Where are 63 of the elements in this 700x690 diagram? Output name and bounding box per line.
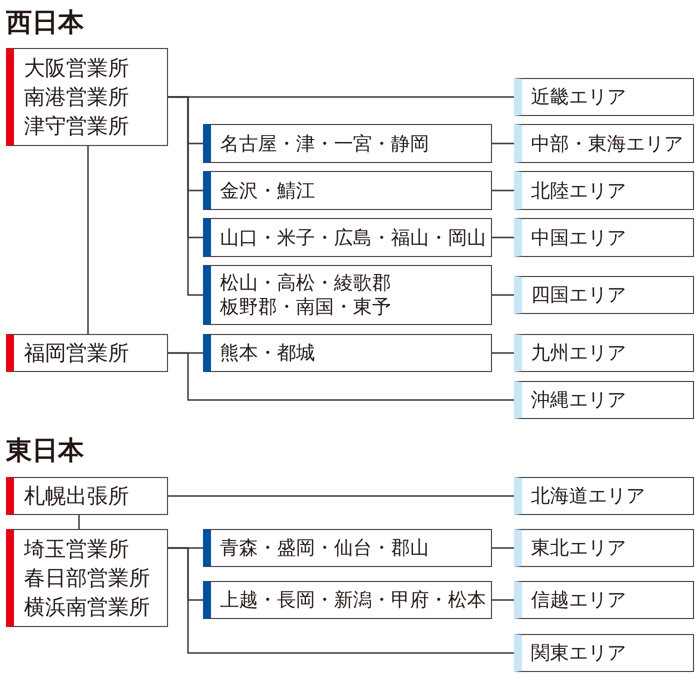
area-name: 中部・東海エリア	[531, 132, 683, 156]
connector-line	[168, 352, 514, 401]
city-box	[203, 171, 492, 210]
office-name: 南港営業所	[24, 84, 129, 110]
office-box	[6, 334, 168, 372]
area-box	[514, 276, 694, 314]
connector-line	[492, 190, 514, 192]
area-box	[514, 581, 694, 619]
connector-line	[492, 599, 514, 601]
city-names: 金沢・鯖江	[220, 178, 315, 202]
area-name: 九州エリア	[531, 341, 626, 365]
area-name: 中国エリア	[531, 226, 626, 250]
area-box	[514, 477, 694, 515]
office-name: 埼玉営業所	[24, 536, 129, 562]
area-box	[514, 78, 694, 116]
city-names: 名古屋・津・一宮・静岡	[220, 132, 429, 156]
city-names: 青森・盛岡・仙台・郡山	[220, 536, 429, 560]
city-box	[203, 581, 492, 619]
area-name: 沖縄エリア	[531, 388, 626, 412]
office-name: 福岡営業所	[24, 340, 129, 366]
area-name: 東北エリア	[531, 536, 626, 560]
area-box	[514, 218, 694, 257]
office-name: 大阪営業所	[24, 54, 129, 82]
city-box	[203, 529, 492, 567]
area-name: 信越エリア	[531, 588, 626, 612]
area-box	[514, 634, 694, 672]
office-box	[6, 529, 168, 627]
connector-line	[168, 495, 514, 497]
connector-line	[492, 352, 514, 354]
area-box	[514, 381, 694, 419]
connector-line	[492, 142, 514, 144]
area-name: 近畿エリア	[531, 85, 626, 109]
area-name: 北海道エリア	[531, 484, 645, 508]
connector-line	[168, 96, 203, 296]
connector-line	[87, 146, 89, 334]
area-box	[514, 529, 694, 567]
connector-line	[492, 547, 514, 549]
area-box	[514, 171, 694, 210]
area-box	[514, 124, 694, 163]
city-box	[203, 265, 492, 325]
city-box	[203, 218, 492, 257]
connector-line	[168, 547, 514, 654]
city-names: 山口・米子・広島・福山・岡山	[220, 226, 486, 250]
area-name: 関東エリア	[531, 641, 626, 665]
connector-line	[492, 294, 514, 296]
city-names: 熊本・都城	[220, 341, 315, 365]
office-name: 津守営業所	[24, 112, 129, 140]
city-names: 松山・高松・綾歌郡板野郡・南国・東予	[220, 271, 392, 319]
office-name: 横浜南営業所	[24, 594, 150, 620]
area-name: 四国エリア	[531, 283, 626, 307]
section-heading: 西日本	[6, 8, 84, 38]
office-name: 札幌出張所	[24, 482, 129, 510]
office-box	[6, 48, 168, 146]
connector-line	[492, 236, 514, 238]
office-box	[6, 477, 168, 515]
area-name: 北陸エリア	[531, 178, 626, 202]
city-box	[203, 334, 492, 372]
office-name: 春日部営業所	[24, 564, 150, 592]
area-box	[514, 334, 694, 372]
section-heading: 東日本	[6, 436, 84, 466]
city-names: 上越・長岡・新潟・甲府・松本	[220, 588, 486, 612]
connector-line	[78, 515, 80, 529]
city-box	[203, 124, 492, 163]
